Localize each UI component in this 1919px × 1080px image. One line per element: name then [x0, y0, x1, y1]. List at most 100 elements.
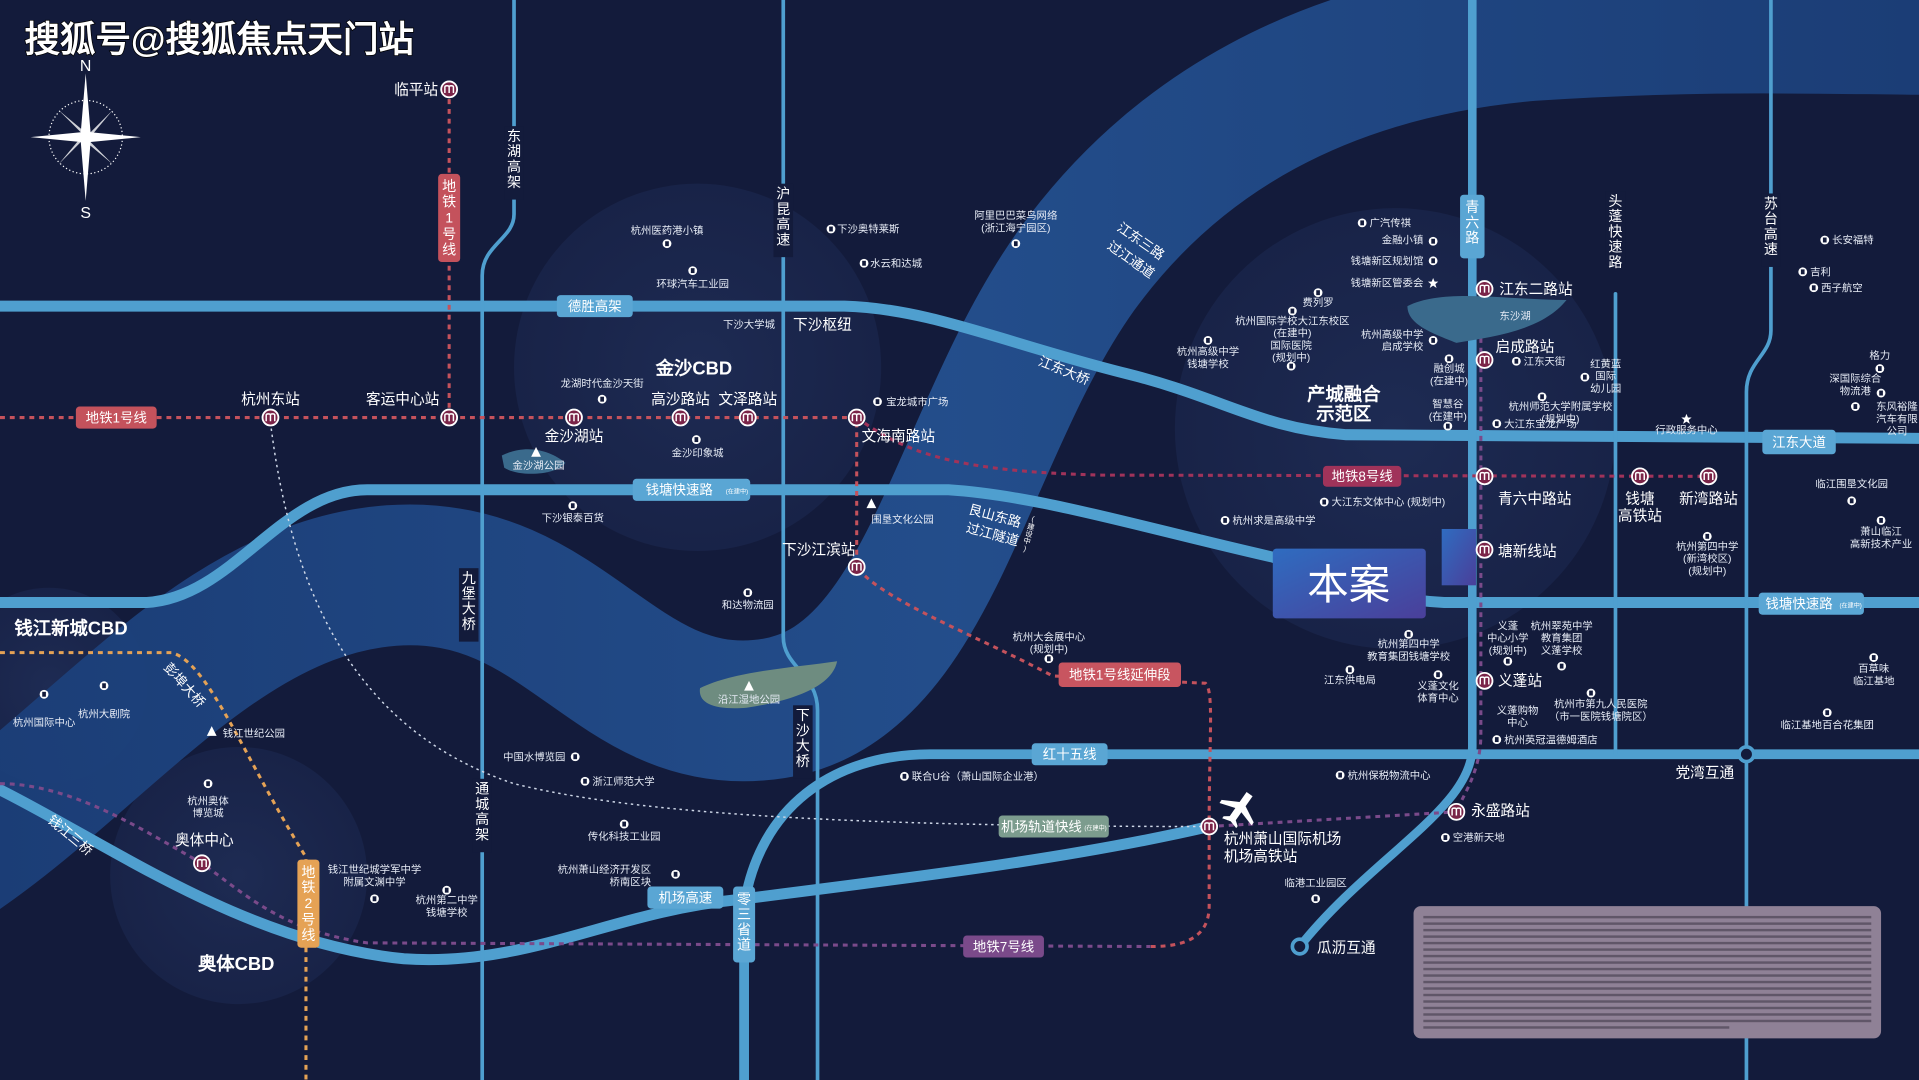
government-star-icon [1681, 413, 1692, 424]
poi[interactable]: 围垦文化公园 [866, 498, 934, 526]
road-donghu [480, 0, 516, 1080]
poi-marker-glyph [829, 226, 833, 232]
poi[interactable]: 杭州大剧院 [78, 681, 131, 721]
poi[interactable]: 东沙湖 [1500, 310, 1531, 323]
poi[interactable]: 杭州保税物流中心 [1335, 769, 1431, 782]
poi[interactable]: 中国水博览园 [503, 750, 580, 763]
poi[interactable]: 杭州医药港小镇 [631, 224, 704, 249]
poi-name: 大江东文体中心 (规划中) [1332, 496, 1446, 509]
metro-station[interactable]: 永盛路站 [1447, 803, 1530, 821]
poi[interactable]: 西子航空 [1809, 281, 1863, 294]
poi[interactable]: 国际医院(规划中) [1270, 339, 1313, 371]
poi[interactable]: 费列罗 [1303, 288, 1334, 309]
poi[interactable]: 临港工业园区 [1284, 877, 1347, 904]
poi[interactable]: 和达物流园 [722, 588, 774, 612]
metro-station[interactable]: 文海南路站 [847, 408, 936, 445]
poi[interactable]: 钱江世纪公园 [206, 726, 285, 740]
poi[interactable]: 江东天街 [1511, 355, 1565, 368]
project-marker[interactable]: 本案 [1272, 528, 1476, 619]
poi[interactable]: 行政服务中心 [1655, 413, 1718, 437]
station-name: 机场高铁站 [1224, 848, 1298, 865]
metro-station[interactable]: 客运中心站 [366, 391, 459, 427]
metro-station[interactable]: 下沙江滨站 [782, 542, 866, 576]
poi[interactable]: 大江东文体中心 (规划中) [1319, 496, 1446, 509]
metro-station[interactable]: 新湾路站 [1679, 467, 1738, 507]
metro-station[interactable]: 义蓬站 [1475, 671, 1543, 690]
metro-station[interactable]: 临平站 [394, 80, 459, 98]
poi[interactable]: 金融小镇 [1382, 234, 1438, 247]
poi[interactable]: 杭州大会展中心(规划中) [1012, 630, 1086, 664]
metro-station[interactable]: 文泽路站 [718, 391, 777, 427]
poi[interactable]: 临江围垦文化园 [1815, 477, 1888, 506]
poi[interactable]: 杭州师范大学附属学校(规划中) [1508, 392, 1613, 425]
metro-station[interactable]: 杭州东站 [241, 391, 300, 427]
metro-station[interactable]: 高沙路站 [651, 391, 710, 427]
poi[interactable]: 格力 [1869, 349, 1890, 373]
poi[interactable]: 杭州国际学校大江东校区(在建中) [1235, 306, 1350, 340]
metro-station[interactable]: 奥体中心 [175, 832, 234, 873]
poi[interactable]: 杭州第四中学(新湾校区)(规划中) [1676, 531, 1738, 577]
metro-station[interactable]: 塘新线站 [1475, 540, 1557, 560]
poi[interactable]: 杭州求是高级中学 [1220, 514, 1316, 527]
station-name: 临平站 [394, 81, 438, 98]
poi[interactable]: 下沙奥特莱斯 [826, 223, 900, 236]
poi-name: 杭州高级中学 [1361, 328, 1423, 341]
poi[interactable]: 金沙湖公园 [513, 446, 565, 472]
poi[interactable]: 钱塘新区规划馆 [1351, 254, 1438, 267]
poi[interactable]: 下沙大学城 [723, 318, 776, 331]
poi[interactable]: 联合U谷（萧山国际企业港） [900, 770, 1044, 783]
poi[interactable]: 阿里巴巴菜鸟网络(浙江海宁园区) [974, 209, 1058, 249]
poi[interactable]: 融创城(在建中) [1430, 354, 1468, 387]
metro-station[interactable]: 江东二路站 [1475, 280, 1573, 298]
poi[interactable]: 宝龙城市广场 [873, 395, 948, 408]
airplane-icon [1219, 792, 1254, 829]
poi[interactable]: 传化科技工业园 [588, 819, 661, 843]
poi[interactable]: 空港新天地 [1440, 831, 1505, 844]
poi[interactable]: 下沙银泰百货 [542, 501, 604, 525]
poi[interactable]: 长安福特 [1820, 234, 1874, 247]
poi-name: 费列罗 [1303, 296, 1334, 309]
poi[interactable]: 广汽传祺 [1357, 217, 1412, 230]
metro-station[interactable]: 金沙湖站 [545, 408, 604, 445]
poi[interactable]: 大江东宝龙广场 [1492, 417, 1577, 430]
poi[interactable]: 环球汽车工业园 [656, 266, 729, 291]
poi[interactable]: 钱塘新区管委会 [1351, 277, 1439, 290]
poi[interactable]: 智慧谷(在建中) [1429, 398, 1467, 431]
poi[interactable]: 杭州英冠温德姆酒店 [1492, 733, 1598, 746]
poi[interactable]: 杭州市第九人民医院（市一医院钱塘院区） [1549, 688, 1653, 723]
poi[interactable]: 吉利 [1798, 267, 1831, 279]
metro-station[interactable]: 青六中路站 [1475, 467, 1572, 507]
station-name: 塘新线站 [1498, 543, 1557, 560]
poi[interactable]: 浙江师范大学 [580, 775, 655, 788]
poi[interactable]: 水云和达城 [859, 258, 923, 270]
poi[interactable]: 江东供电局 [1324, 665, 1376, 686]
poi[interactable]: 龙湖时代金沙天街 [561, 377, 644, 404]
poi[interactable]: 沿江湿地公园 [718, 680, 780, 706]
poi-marker-glyph [875, 399, 880, 405]
poi-name: 杭州奥体 [187, 794, 229, 807]
poi[interactable]: 临江基地百合花集团 [1780, 708, 1874, 732]
poi[interactable]: 杭州国际中心 [13, 689, 76, 729]
metro-station[interactable]: 启成路站 [1475, 338, 1555, 369]
poi[interactable]: 金沙印象城 [672, 435, 725, 460]
poi-marker-glyph [570, 503, 575, 509]
